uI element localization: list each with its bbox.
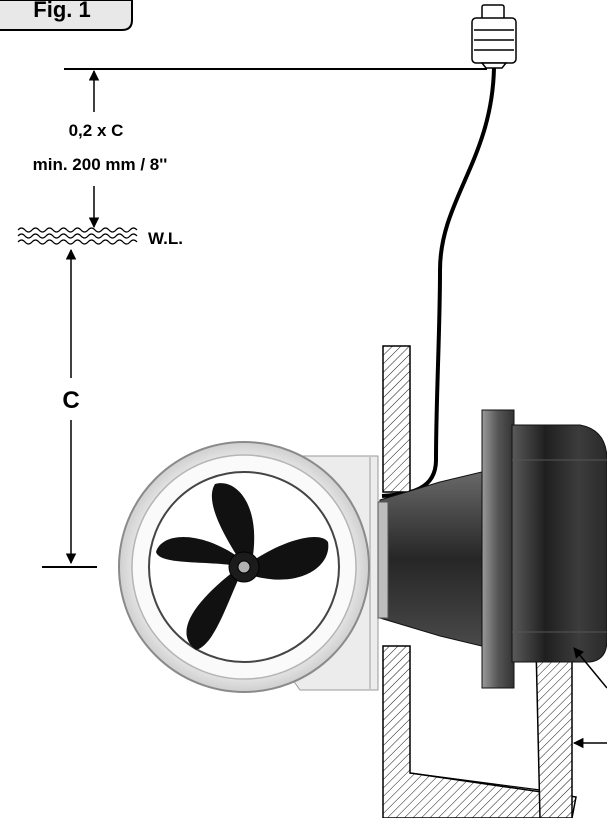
height-margin-label-line1: 0,2 x C (69, 121, 124, 140)
motor-support-bracket (535, 645, 573, 818)
control-cable (381, 67, 496, 498)
motor-flange (481, 409, 515, 689)
control-unit-icon (471, 4, 517, 69)
hull-wall-upper (382, 345, 411, 493)
motor-adapter-cone (379, 469, 491, 649)
figure-label: Fig. 1 (33, 0, 90, 22)
figure-label-box: Fig. 1 (0, 0, 133, 31)
waterline-label: W.L. (148, 229, 183, 248)
pointer-arrow-upper (573, 647, 607, 689)
propeller-icon (156, 483, 329, 650)
electric-motor (511, 424, 607, 663)
waterline-waves-icon (17, 227, 138, 245)
height-margin-label-line2: min. 200 mm / 8'' (33, 155, 168, 174)
depth-label: C (62, 387, 79, 414)
